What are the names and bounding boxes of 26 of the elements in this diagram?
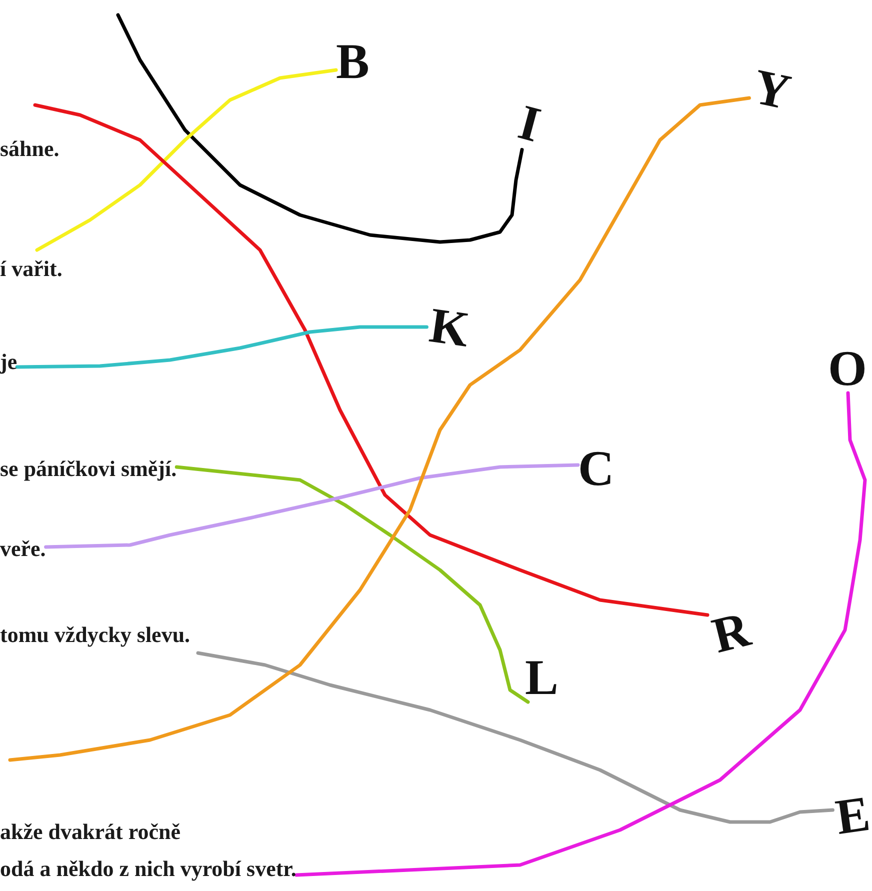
connecting-line <box>294 391 867 877</box>
connecting-line <box>174 465 530 704</box>
connecting-line <box>44 463 580 549</box>
sentence-fragment: veře. <box>0 530 46 567</box>
answer-letter: C <box>578 443 614 493</box>
sentence-fragment: sáhne. <box>0 130 60 167</box>
answer-letter: O <box>828 343 867 393</box>
connecting-line <box>15 325 428 369</box>
connecting-line <box>33 103 710 617</box>
answer-letter: E <box>832 788 872 842</box>
sentence-fragment: í vařit. <box>0 250 62 287</box>
connecting-line <box>35 68 338 252</box>
sentence-fragment: odá a někdo z nich vyrobí svetr. <box>0 855 296 883</box>
answer-letter: L <box>525 652 558 702</box>
answer-letter: B <box>336 36 370 86</box>
connecting-line <box>116 13 524 244</box>
connecting-line <box>8 96 751 762</box>
connecting-line <box>196 651 834 824</box>
answer-letter: R <box>708 603 755 661</box>
sentence-fragment: je <box>0 343 18 380</box>
answer-letter: Y <box>749 60 795 118</box>
answer-letter: I <box>514 96 546 150</box>
answer-letter: K <box>426 300 472 354</box>
sentence-fragment: se páníčkovi smějí. <box>0 450 177 487</box>
sentence-fragment: akže dvakrát ročně <box>0 818 182 846</box>
sentence-fragment: tomu vždycky slevu. <box>0 616 200 653</box>
